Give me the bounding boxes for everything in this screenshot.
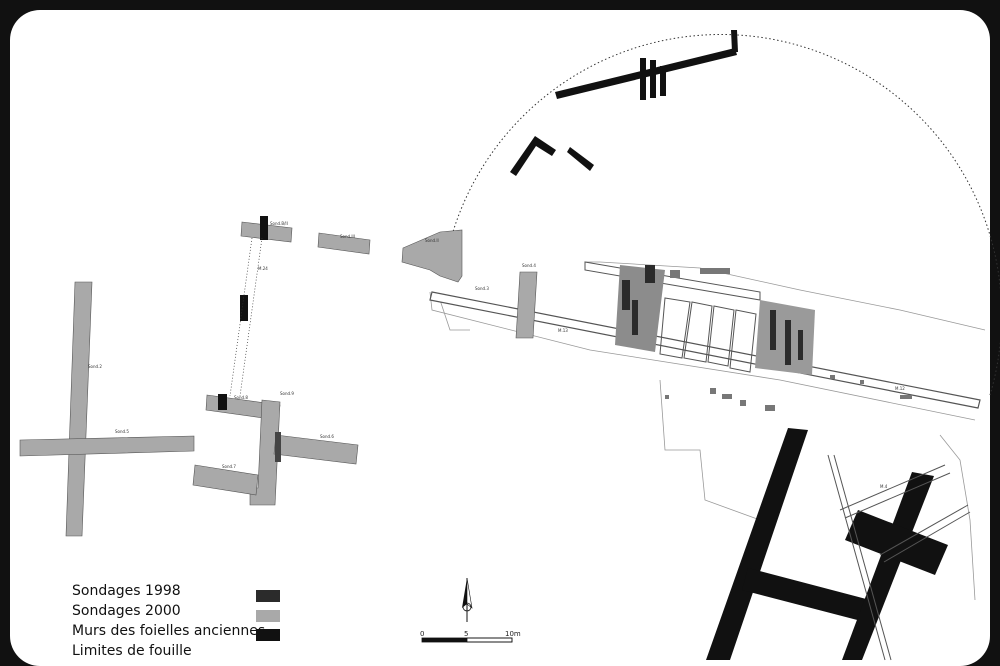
label-sond-d: Sond.4 xyxy=(522,263,536,268)
label-sond-a: Sond.B/II xyxy=(270,221,288,226)
label-wall-2: M.13 xyxy=(558,328,568,333)
label-wall-3: M.12 xyxy=(895,386,905,391)
sondage-2000-c xyxy=(401,229,463,283)
sondage-2000-i xyxy=(273,434,359,465)
sondage-2000-f xyxy=(19,435,195,457)
dotted-connectors xyxy=(229,237,263,397)
sondage-1998-a xyxy=(260,216,268,240)
legend-swatch-sondages-2000 xyxy=(256,610,280,622)
legend-label-sondages-2000: Sondages 2000 xyxy=(72,603,181,619)
map-panel xyxy=(10,10,990,666)
legend-label-excavation-limits: Limites de fouille xyxy=(72,643,192,659)
sondage-2000-d xyxy=(515,271,538,339)
label-sond-g: Sond.8 xyxy=(234,395,248,400)
sondage-2000-j xyxy=(192,464,259,496)
excavation-limit-arc xyxy=(451,33,1000,396)
label-sond-f: Sond.5 xyxy=(115,429,129,434)
scale-tick-5: 5 xyxy=(464,630,468,638)
sondage-1998-d xyxy=(275,432,281,462)
sondage-2000-b xyxy=(317,232,371,255)
legend-label-old-walls: Murs des foielles anciennes xyxy=(72,623,266,639)
label-wall-4: M.4 xyxy=(880,484,888,489)
legend-label-sondages-1998: Sondages 1998 xyxy=(72,583,181,599)
thin-walls-south xyxy=(827,454,971,661)
label-sond-j: Sond.7 xyxy=(222,464,236,469)
sondages-2000 xyxy=(19,221,538,537)
label-sond-b: Sond.III xyxy=(340,234,355,239)
legend-swatch-sondages-1998 xyxy=(256,590,280,602)
scale-bar: 0 5 10m xyxy=(420,630,521,643)
north-arrow-icon xyxy=(462,577,473,622)
scale-tick-10: 10m xyxy=(505,630,521,638)
label-sond-e: Sond.2 xyxy=(88,364,102,369)
old-walls-north xyxy=(510,30,738,176)
plan-labels: Sond.B/II Sond.III Sond.II Sond.4 Sond.2… xyxy=(88,221,905,489)
label-sond-i: Sond.6 xyxy=(320,434,334,439)
sondage-1998-c xyxy=(218,394,227,410)
sondages-1998 xyxy=(218,216,281,462)
label-sond-c: Sond.II xyxy=(425,238,439,243)
legend-swatch-old-walls xyxy=(256,629,280,641)
sondage-2000-h xyxy=(249,399,281,506)
label-sond-h: Sond.9 xyxy=(280,391,294,396)
scale-tick-0: 0 xyxy=(420,630,424,638)
central-structure xyxy=(429,261,981,411)
label-wall-1: M.24 xyxy=(258,266,268,271)
excavation-limit-outlines xyxy=(429,261,986,601)
old-walls-south xyxy=(706,428,948,660)
label-sond-k: Sond.3 xyxy=(475,286,489,291)
sondage-1998-b xyxy=(240,295,248,321)
